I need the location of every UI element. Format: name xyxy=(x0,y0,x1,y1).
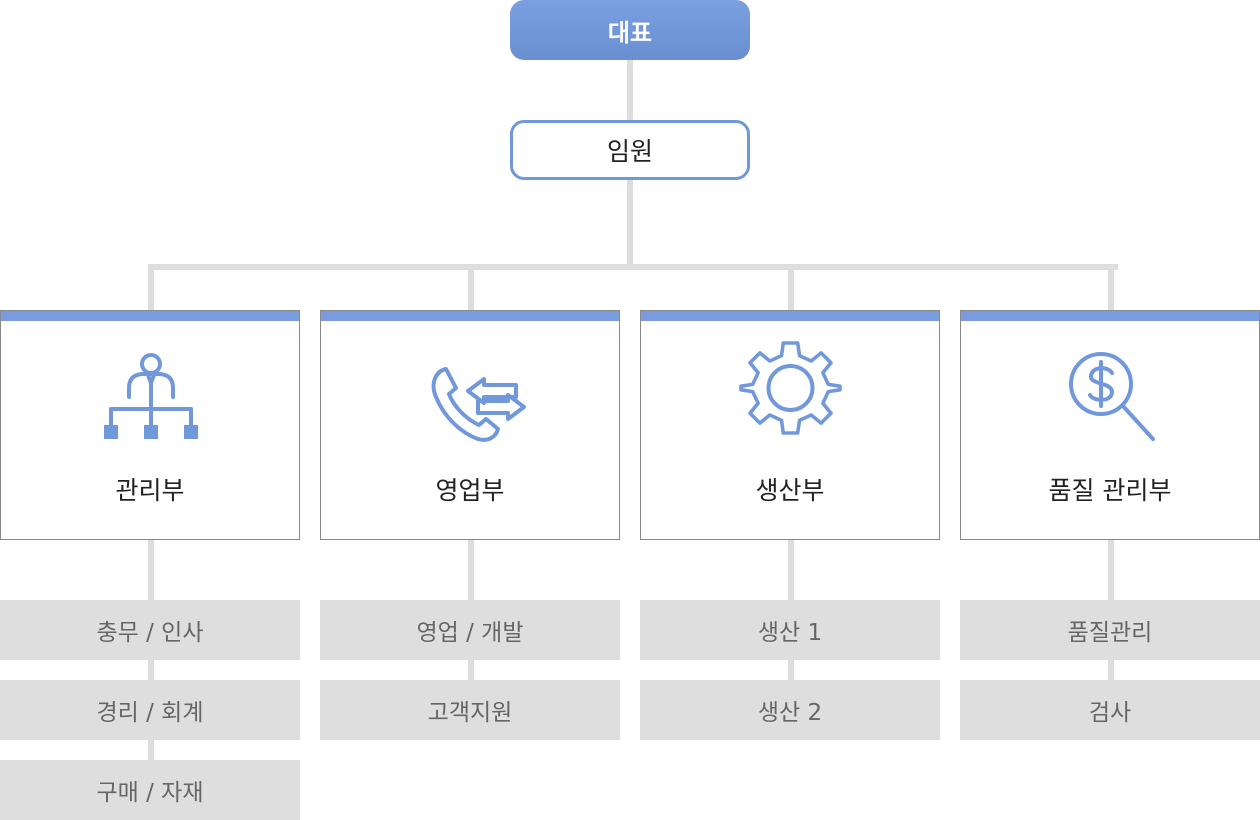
department-name: 관리부 xyxy=(115,476,185,505)
executive-node: 임원 xyxy=(510,120,750,180)
department-accent-bar xyxy=(321,311,619,321)
department-name: 영업부 xyxy=(435,476,505,505)
connector-dept-2 xyxy=(468,264,474,312)
department-accent-bar xyxy=(961,311,1259,321)
dollar-magnifier-icon xyxy=(1069,352,1155,441)
team-box: 경리 / 회계 xyxy=(0,680,300,740)
team-box: 검사 xyxy=(960,680,1260,740)
team-box: 생산 1 xyxy=(640,600,940,660)
department-accent-bar xyxy=(1,311,299,321)
team-box: 영업 / 개발 xyxy=(320,600,620,660)
connector-dept-3 xyxy=(788,264,794,312)
phone-transfer-icon xyxy=(431,367,526,442)
department-accent-bar xyxy=(641,311,939,321)
department-card-sales: 영업부 xyxy=(320,310,620,540)
department-card-production: 생산부 xyxy=(640,310,940,540)
team-box: 구매 / 자재 xyxy=(0,760,300,820)
department-name: 품질 관리부 xyxy=(1048,476,1172,505)
connector-exec-bus xyxy=(627,178,633,270)
department-card-quality: 품질 관리부 xyxy=(960,310,1260,540)
team-box: 생산 2 xyxy=(640,680,940,740)
department-name: 생산부 xyxy=(755,476,825,505)
ceo-node: 대표 xyxy=(510,0,750,60)
connector-dept-4 xyxy=(1108,264,1114,312)
team-box: 품질관리 xyxy=(960,600,1260,660)
team-box: 충무 / 인사 xyxy=(0,600,300,660)
gear-icon xyxy=(739,341,842,435)
department-card-management: 관리부 xyxy=(0,310,300,540)
connector-horizontal-bus xyxy=(148,264,1118,270)
team-box: 고객지원 xyxy=(320,680,620,740)
connector-ceo-exec xyxy=(627,58,633,122)
org-hierarchy-icon xyxy=(104,353,198,439)
connector-dept-1 xyxy=(148,264,154,312)
